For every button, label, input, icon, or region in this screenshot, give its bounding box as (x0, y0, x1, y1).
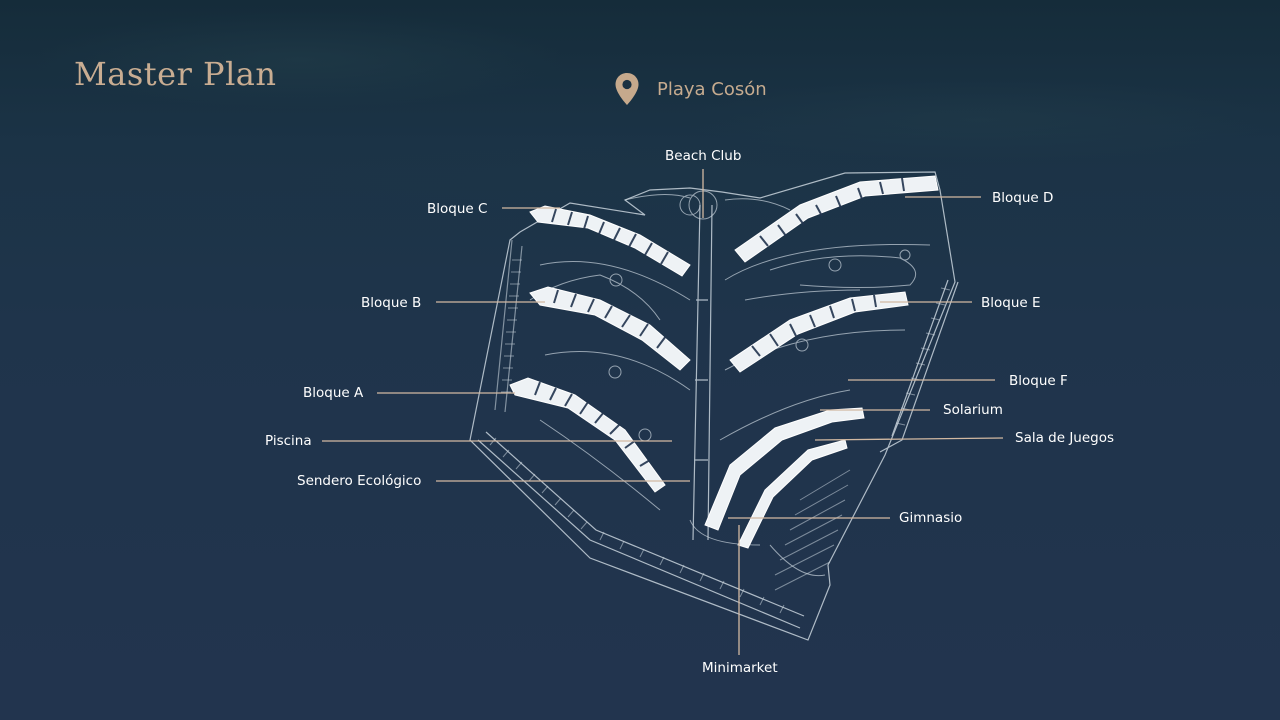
bloque-e-building (729, 291, 909, 373)
sala-de-juegos-building (737, 439, 848, 549)
leader-lines (322, 169, 1004, 655)
bloque-d-building (734, 175, 939, 263)
label-bloque-f: Bloque F (1009, 373, 1068, 389)
bloque-c-building (529, 205, 691, 277)
label-gimnasio: Gimnasio (899, 510, 963, 526)
location-text: Playa Cosón (657, 78, 767, 100)
map-pin-icon (615, 73, 639, 105)
label-bloque-d: Bloque D (992, 190, 1054, 206)
label-bloque-c: Bloque C (427, 201, 488, 217)
label-bloque-b: Bloque B (361, 295, 422, 311)
interior-paths (529, 190, 931, 577)
label-beach-club: Beach Club (665, 148, 742, 164)
building-blocks (509, 175, 939, 549)
bloque-b-building (529, 286, 691, 371)
label-bloque-e: Bloque E (981, 295, 1041, 311)
location-indicator: Playa Cosón (614, 72, 767, 106)
bloque-a-building (509, 377, 666, 493)
bloque-f-building (704, 407, 865, 531)
label-sendero-ecologico: Sendero Ecológico (297, 473, 422, 489)
label-sala-de-juegos: Sala de Juegos (1015, 430, 1115, 446)
page-title: Master Plan (74, 55, 277, 93)
label-minimarket: Minimarket (702, 660, 778, 676)
label-bloque-a: Bloque A (303, 385, 364, 401)
leader-sala-de-juegos (814, 437, 1004, 441)
site-outline (469, 171, 959, 641)
label-piscina: Piscina (265, 433, 312, 449)
label-solarium: Solarium (943, 402, 1003, 418)
unit-dividers (534, 177, 905, 467)
hatch-marks (489, 259, 951, 614)
